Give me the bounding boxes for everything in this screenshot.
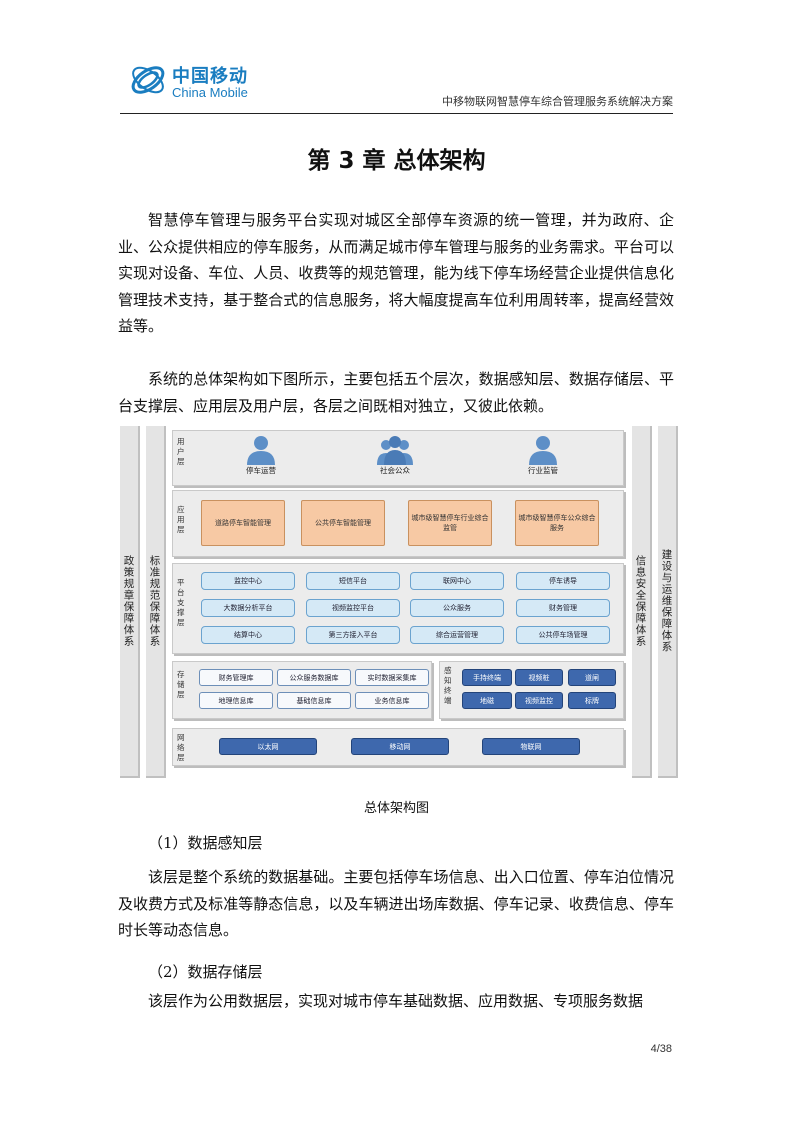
logo-text-cn: 中国移动 bbox=[172, 66, 248, 87]
user-label: 行业监管 bbox=[528, 466, 558, 475]
person-icon bbox=[247, 436, 275, 465]
figure-caption: 总体架构图 bbox=[363, 801, 429, 816]
platform-box: 公众服务 bbox=[410, 599, 504, 617]
document-header-title: 中移物联网智慧停车综合管理服务系统解决方案 bbox=[442, 95, 673, 108]
layer-label: 存储层 bbox=[177, 670, 185, 699]
side-bar-security: 信息安全保障体系 bbox=[632, 426, 652, 778]
intro-paragraph: 智慧停车管理与服务平台实现对城区全部停车资源的统一管理，并为政府、企业、公众提供… bbox=[118, 211, 674, 335]
group-icon bbox=[377, 436, 413, 465]
side-bar-label: 标准规范保障体系 bbox=[148, 555, 161, 647]
application-layer: 应用层 道路停车智能管理 公共停车智能管理 城市级智慧停车行业综合监管 城市级智… bbox=[172, 490, 624, 557]
user-public: 社会公众 bbox=[375, 435, 415, 475]
platform-box: 短信平台 bbox=[306, 572, 400, 590]
user-regulator: 行业监管 bbox=[523, 435, 563, 475]
section-text: 该层作为公用数据层，实现对城市停车基础数据、应用数据、专项服务数据 bbox=[148, 992, 644, 1010]
app-box: 公共停车智能管理 bbox=[301, 500, 385, 546]
sensing-box: 视频桩 bbox=[515, 669, 563, 686]
storage-box: 基础信息库 bbox=[277, 692, 351, 709]
side-bar-operations: 建设与运维保障体系 bbox=[658, 426, 678, 778]
side-bar-policy: 政策规章保障体系 bbox=[120, 426, 140, 778]
side-bar-label: 信息安全保障体系 bbox=[634, 555, 647, 647]
side-bar-standards: 标准规范保障体系 bbox=[146, 426, 166, 778]
side-bar-label: 建设与运维保障体系 bbox=[660, 549, 673, 653]
platform-box: 第三方接入平台 bbox=[306, 626, 400, 644]
platform-box: 视频监控平台 bbox=[306, 599, 400, 617]
storage-box: 实时数据采集库 bbox=[355, 669, 429, 686]
app-box: 道路停车智能管理 bbox=[201, 500, 285, 546]
architecture-paragraph: 系统的总体架构如下图所示，主要包括五个层次，数据感知层、数据存储层、平台支撑层、… bbox=[118, 370, 674, 415]
network-box: 以太网 bbox=[219, 738, 317, 755]
section-heading: （1）数据感知层 bbox=[148, 834, 263, 852]
sensing-box: 手持终端 bbox=[462, 669, 512, 686]
storage-layer: 存储层 财务管理库 公众服务数据库 实时数据采集库 地理信息库 基础信息库 业务… bbox=[172, 661, 432, 719]
logo-text-en: China Mobile bbox=[172, 85, 248, 100]
platform-box: 监控中心 bbox=[201, 572, 295, 590]
user-operator: 停车运营 bbox=[241, 435, 281, 475]
platform-box: 财务管理 bbox=[516, 599, 610, 617]
platform-layer: 平台支撑层 监控中心 短信平台 联网中心 停车诱导 大数据分析平台 视频监控平台… bbox=[172, 563, 624, 654]
page-number: 4/38 bbox=[650, 1043, 672, 1055]
person-icon bbox=[529, 436, 557, 465]
sensing-layer: 感知终端 手持终端 视频桩 道闸 地磁 视频监控 标牌 bbox=[439, 661, 624, 719]
sensing-box: 道闸 bbox=[568, 669, 616, 686]
section-heading: （2）数据存储层 bbox=[148, 963, 263, 981]
sensing-box: 标牌 bbox=[568, 692, 616, 709]
china-mobile-logo-icon bbox=[131, 66, 165, 94]
platform-box: 联网中心 bbox=[410, 572, 504, 590]
network-box: 物联网 bbox=[482, 738, 580, 755]
user-label: 停车运营 bbox=[246, 466, 276, 475]
storage-box: 财务管理库 bbox=[199, 669, 273, 686]
header-divider bbox=[120, 113, 673, 114]
platform-box: 公共停车场管理 bbox=[516, 626, 610, 644]
platform-box: 结算中心 bbox=[201, 626, 295, 644]
chapter-title: 第 3 章 总体架构 bbox=[307, 148, 486, 174]
storage-box: 公众服务数据库 bbox=[277, 669, 351, 686]
layer-label: 应用层 bbox=[177, 505, 185, 534]
app-box: 城市级智慧停车公众综合服务 bbox=[515, 500, 599, 546]
sensing-box: 视频监控 bbox=[515, 692, 563, 709]
layer-label: 平台支撑层 bbox=[177, 578, 185, 627]
layer-label: 感知终端 bbox=[444, 666, 452, 705]
layer-label: 用户层 bbox=[177, 437, 185, 466]
network-layer: 网络层 以太网 移动网 物联网 bbox=[172, 728, 624, 766]
user-label: 社会公众 bbox=[380, 466, 410, 475]
platform-box: 停车诱导 bbox=[516, 572, 610, 590]
app-box: 城市级智慧停车行业综合监管 bbox=[408, 500, 492, 546]
platform-box: 综合运营管理 bbox=[410, 626, 504, 644]
platform-box: 大数据分析平台 bbox=[201, 599, 295, 617]
storage-box: 业务信息库 bbox=[355, 692, 429, 709]
side-bar-label: 政策规章保障体系 bbox=[122, 555, 135, 647]
section-text: 该层是整个系统的数据基础。主要包括停车场信息、出入口位置、停车泊位情况及收费方式… bbox=[118, 868, 674, 939]
layer-label: 网络层 bbox=[177, 733, 185, 762]
user-layer: 用户层 停车运营 社会公众 行业监管 bbox=[172, 430, 624, 486]
sensing-box: 地磁 bbox=[462, 692, 512, 709]
storage-box: 地理信息库 bbox=[199, 692, 273, 709]
network-box: 移动网 bbox=[351, 738, 449, 755]
